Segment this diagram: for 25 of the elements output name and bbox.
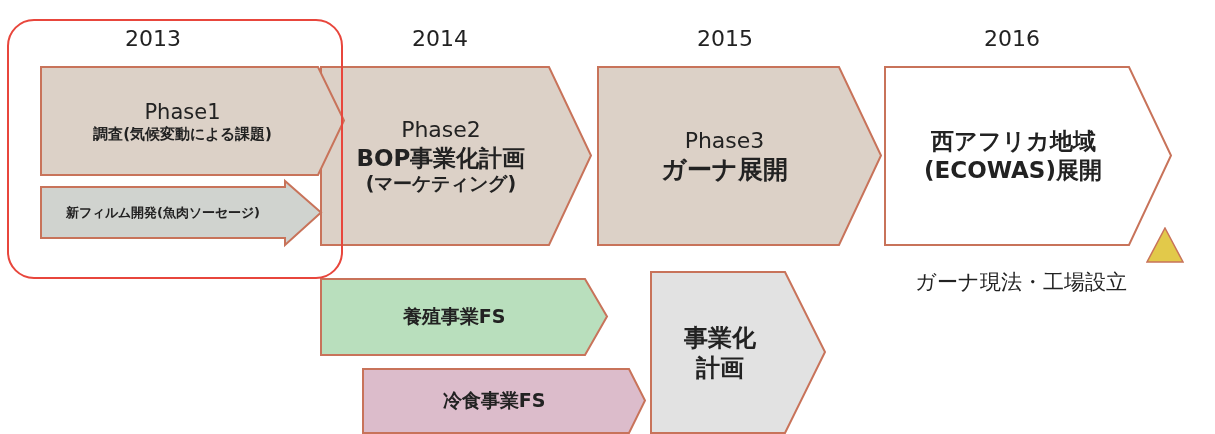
chevron-shape (884, 66, 1172, 246)
task-bar (40, 180, 322, 246)
phase-note: (マーケティング) (365, 172, 517, 196)
chevron-shape (362, 368, 646, 434)
phase-title: Phase1 (144, 98, 221, 125)
phase-description: 調査(気候変動による課題) (93, 124, 272, 144)
task-label: 新フィルム開発(魚肉ソーセージ) (66, 204, 260, 222)
phase-description: 西アフリカ地域(ECOWAS)展開 (923, 127, 1103, 185)
feasibility-label: 養殖事業FS (402, 305, 506, 329)
chevron-shape (597, 66, 882, 246)
year-label: 2014 (412, 26, 468, 51)
year-label: 2015 (697, 26, 753, 51)
phase-description: BOP事業化計画 (356, 143, 526, 173)
plan-label: 事業化計画 (683, 322, 757, 383)
phase-title: Phase3 (684, 126, 765, 155)
chevron-shape (40, 66, 345, 176)
chevron-shape (650, 271, 826, 434)
chevron-shape (320, 278, 608, 356)
phase-description: ガーナ展開 (661, 154, 788, 186)
feasibility-label: 冷食事業FS (442, 389, 546, 413)
year-label: 2016 (984, 26, 1040, 51)
milestone-label: ガーナ現法・工場設立 (915, 269, 1127, 296)
chevron-shape (320, 66, 592, 246)
phase-title: Phase2 (401, 116, 481, 144)
year-label: 2013 (125, 26, 181, 51)
